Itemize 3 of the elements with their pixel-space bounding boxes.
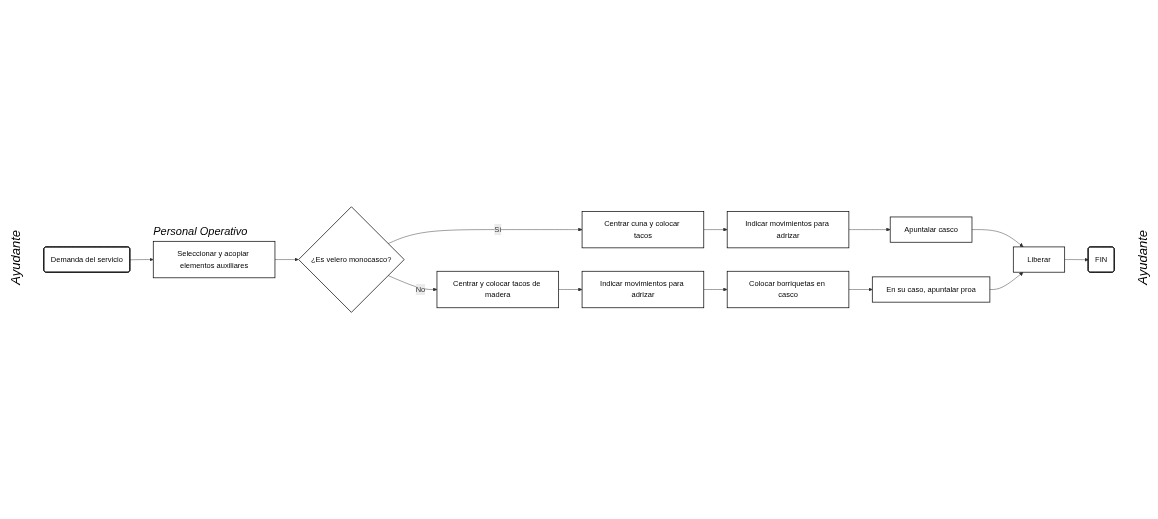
side-label: Ayudante	[1135, 230, 1150, 285]
role-caption: Personal Operativo	[153, 225, 248, 238]
side-label: Ayudante	[8, 230, 23, 285]
